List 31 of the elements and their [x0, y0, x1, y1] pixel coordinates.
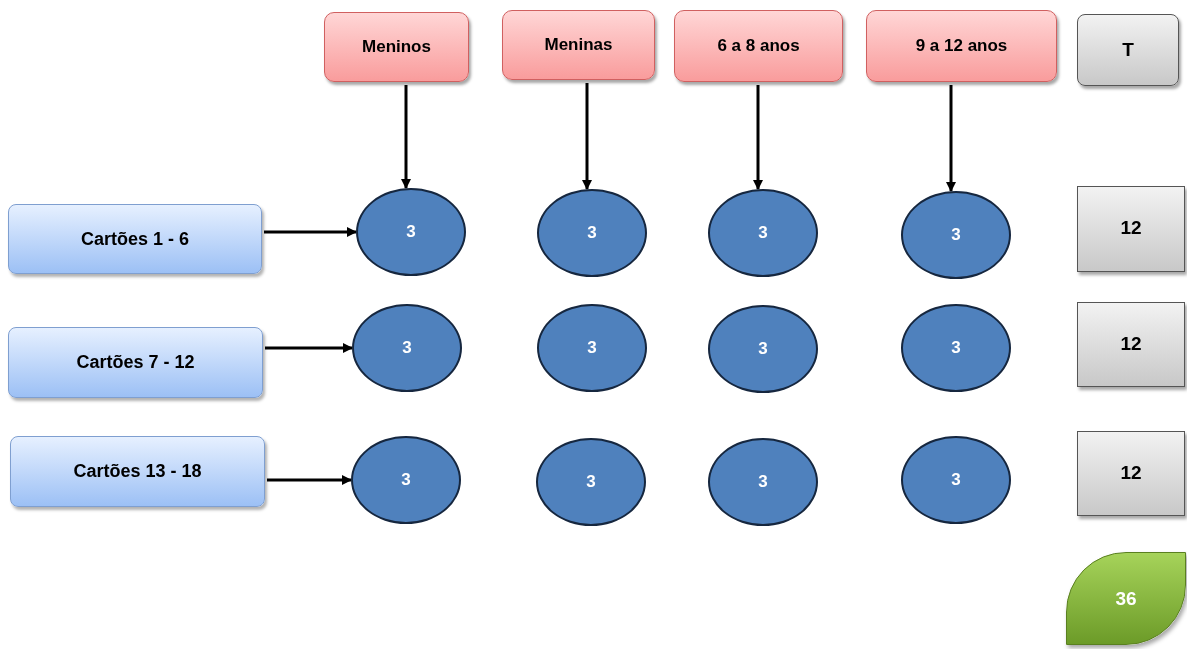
- count-ellipse: 3: [351, 436, 461, 524]
- total-box: 12: [1077, 302, 1185, 387]
- count-ellipse: 3: [901, 304, 1011, 392]
- category-header: Meninos: [324, 12, 469, 82]
- count-ellipse: 3: [901, 436, 1011, 524]
- arrow: [264, 227, 357, 237]
- count-ellipse: 3: [536, 438, 646, 526]
- total-box: T: [1077, 14, 1179, 86]
- row-label-box: Cartões 7 - 12: [8, 327, 263, 398]
- total-box: 12: [1077, 431, 1185, 516]
- arrow: [946, 85, 956, 192]
- count-ellipse: 3: [708, 189, 818, 277]
- arrow: [267, 475, 352, 485]
- row-label-box: Cartões 13 - 18: [10, 436, 265, 507]
- arrow: [582, 83, 592, 190]
- arrow: [753, 85, 763, 190]
- category-header: Meninas: [502, 10, 655, 80]
- count-ellipse: 3: [708, 305, 818, 393]
- count-ellipse: 3: [356, 188, 466, 276]
- row-label-box: Cartões 1 - 6: [8, 204, 262, 274]
- arrow: [401, 85, 411, 189]
- count-ellipse: 3: [537, 304, 647, 392]
- category-header: 6 a 8 anos: [674, 10, 843, 82]
- count-ellipse: 3: [537, 189, 647, 277]
- category-header: 9 a 12 anos: [866, 10, 1057, 82]
- count-ellipse: 3: [901, 191, 1011, 279]
- arrow: [265, 343, 353, 353]
- total-box: 12: [1077, 186, 1185, 272]
- count-ellipse: 3: [708, 438, 818, 526]
- count-ellipse: 3: [352, 304, 462, 392]
- grand-total-leaf: 36: [1066, 552, 1186, 645]
